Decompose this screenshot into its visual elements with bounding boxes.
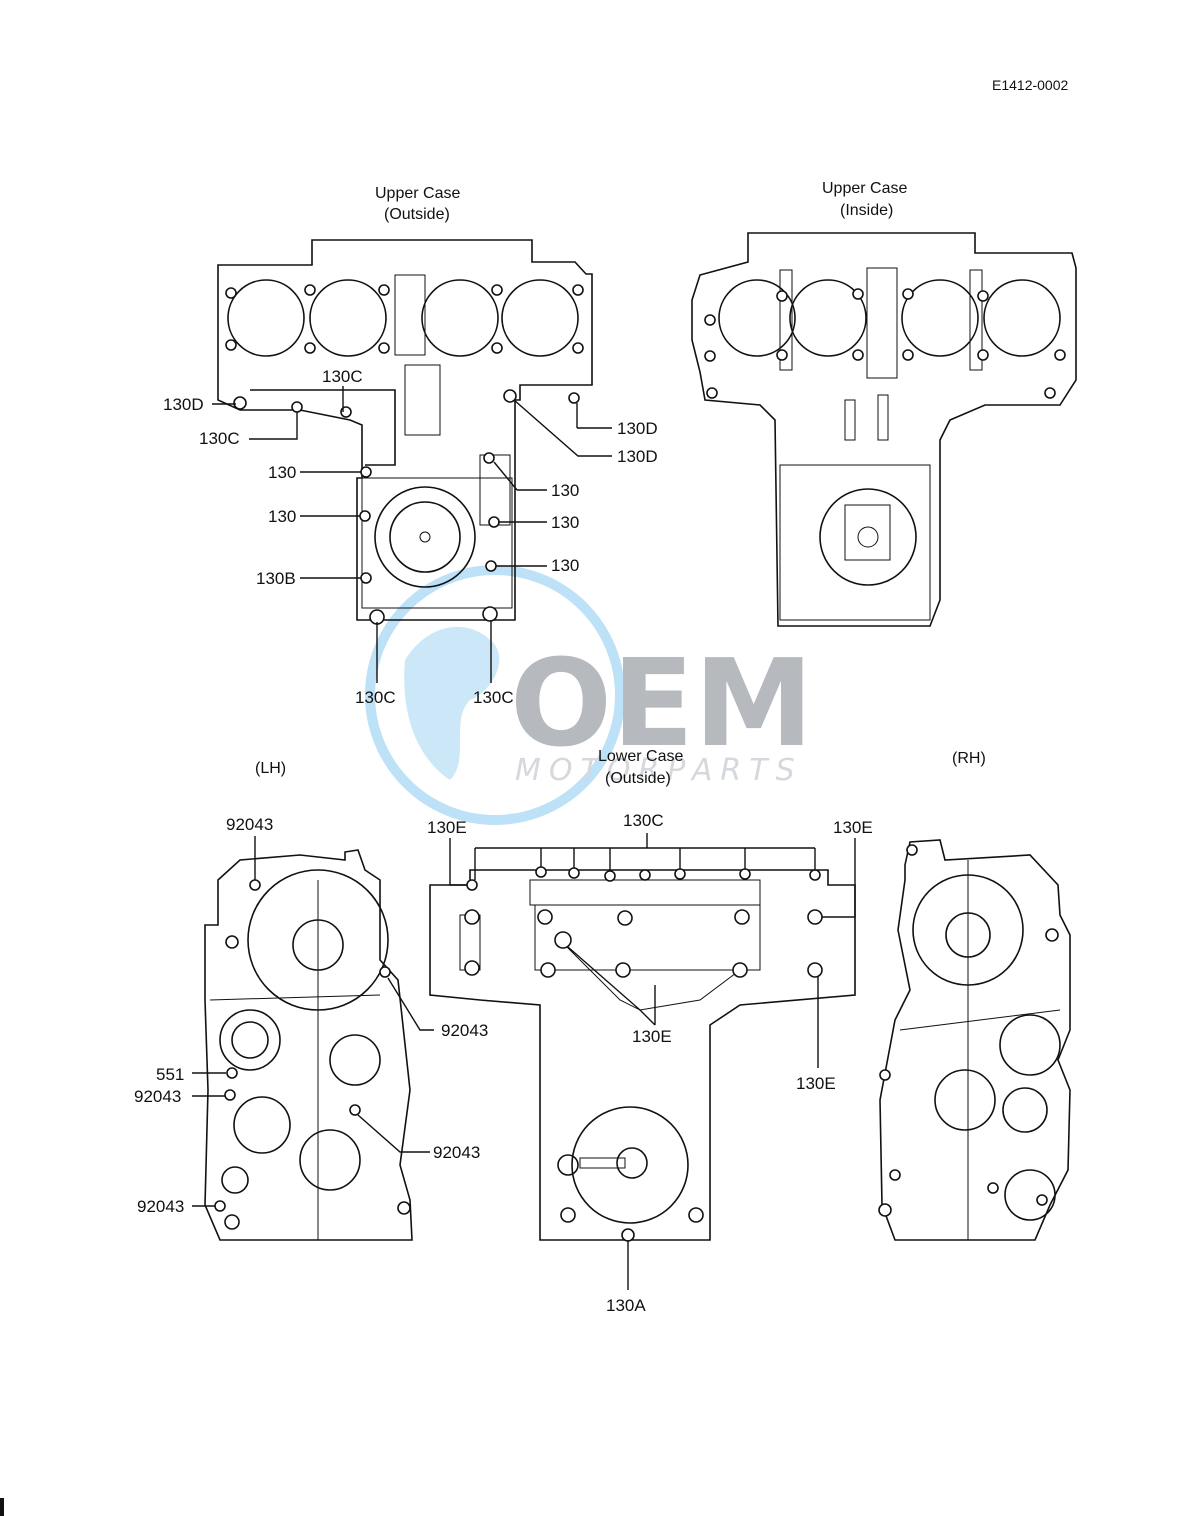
rh-drawing <box>878 839 1071 1241</box>
callout-92043-right-1: 92043 <box>441 1021 488 1040</box>
watermark-logo: OEM <box>510 635 813 774</box>
callout-130-right-3: 130 <box>551 556 579 575</box>
callout-130-left-1: 130 <box>268 463 296 482</box>
diagram-code: E1412-0002 <box>992 77 1069 93</box>
callout-130-left-2: 130 <box>268 507 296 526</box>
upper-inside-title-2: (Inside) <box>840 202 893 219</box>
callout-130C-top: 130C <box>623 811 664 830</box>
upper-case-outside-drawing <box>217 239 593 625</box>
callout-130C-left: 130C <box>199 429 240 448</box>
callout-130E-right: 130E <box>796 1074 836 1093</box>
upper-case-inside-drawing <box>691 232 1077 627</box>
lower-outside-title-1: Lower Case <box>598 748 683 765</box>
upper-outside-title-1: Upper Case <box>375 185 460 202</box>
callout-130D-left: 130D <box>163 395 204 414</box>
rh-view: (RH) <box>878 750 1071 1241</box>
scan-edge-mark <box>0 1498 4 1516</box>
callout-92043-right-2: 92043 <box>433 1143 480 1162</box>
lower-outside-title-2: (Outside) <box>605 770 671 787</box>
lower-outside-leaders <box>449 833 856 1290</box>
upper-case-outside-view: Upper Case (Outside) <box>163 185 658 707</box>
lh-leaders <box>192 836 434 1207</box>
lower-case-outside-drawing <box>429 866 856 1242</box>
callout-130E-top-right: 130E <box>833 818 873 837</box>
callout-130C-bottom-right: 130C <box>473 688 514 707</box>
callout-130D-right-1: 130D <box>617 419 658 438</box>
callout-92043-left-2: 92043 <box>137 1197 184 1216</box>
callout-130E-top-left: 130E <box>427 818 467 837</box>
callout-130C-top: 130C <box>322 367 363 386</box>
lh-title: (LH) <box>255 760 286 777</box>
rh-title: (RH) <box>952 750 986 767</box>
upper-inside-title-1: Upper Case <box>822 180 907 197</box>
callout-92043-left-1: 92043 <box>134 1087 181 1106</box>
callout-130-right-2: 130 <box>551 513 579 532</box>
upper-outside-title-2: (Outside) <box>384 206 450 223</box>
callout-551: 551 <box>156 1065 184 1084</box>
upper-outside-leaders <box>212 386 612 683</box>
lower-case-outside-view: Lower Case (Outside) <box>427 748 873 1315</box>
lh-view: (LH) <box>134 760 488 1241</box>
callout-130B: 130B <box>256 569 296 588</box>
callout-130E-center: 130E <box>632 1027 672 1046</box>
lh-drawing <box>204 849 413 1241</box>
callout-130C-bottom-left: 130C <box>355 688 396 707</box>
callout-92043-top: 92043 <box>226 815 273 834</box>
watermark: OEM MOTORPARTS <box>365 565 813 825</box>
upper-case-inside-view: Upper Case (Inside) <box>691 180 1077 627</box>
watermark-text: MOTORPARTS <box>515 753 803 788</box>
callout-130-right-1: 130 <box>551 481 579 500</box>
callout-130D-right-2: 130D <box>617 447 658 466</box>
callout-130A: 130A <box>606 1296 646 1315</box>
